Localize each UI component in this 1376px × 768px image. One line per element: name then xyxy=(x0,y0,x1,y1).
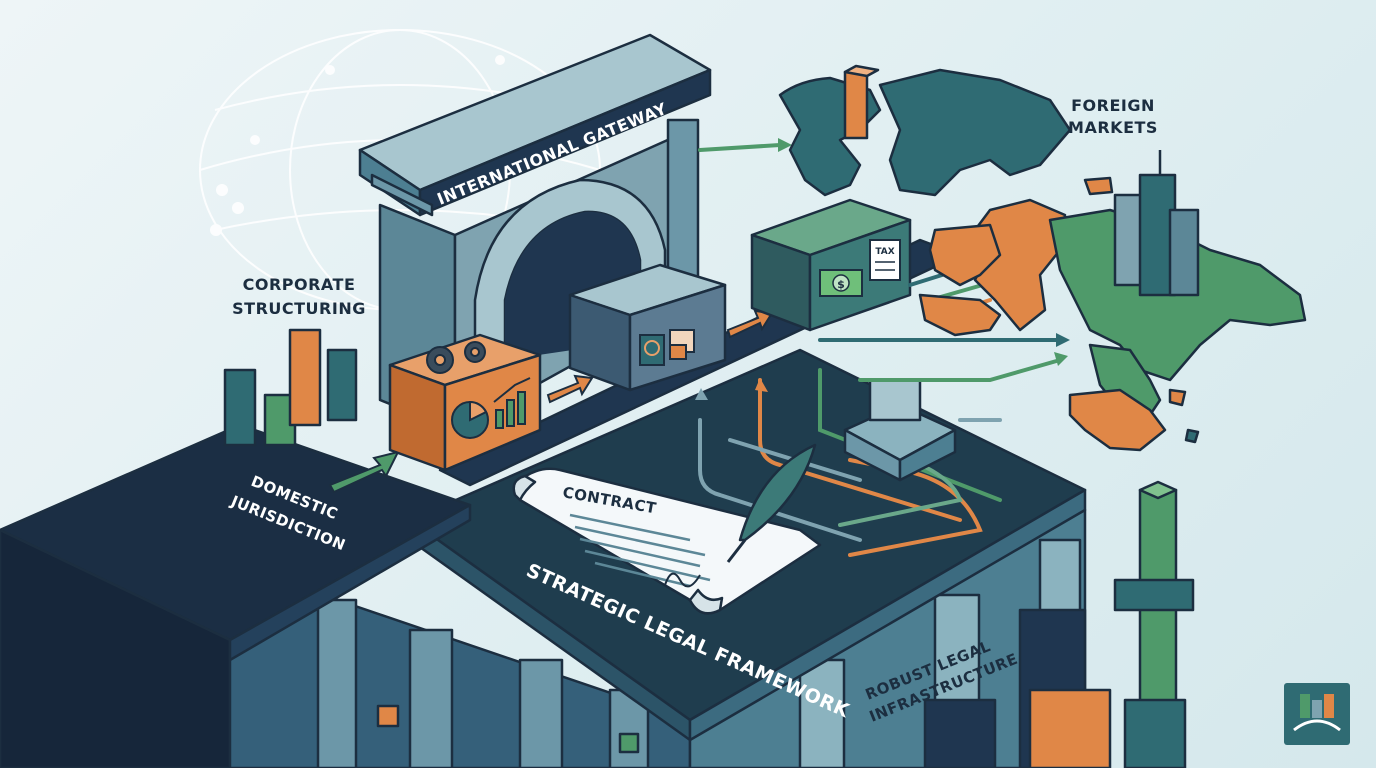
gear-icon xyxy=(426,341,486,374)
corporate-structuring-label-2: STRUCTURING xyxy=(232,299,366,318)
stamp-icon xyxy=(669,329,695,360)
foreign-markets-label-2: MARKETS xyxy=(1068,118,1158,137)
right-pillar-tower xyxy=(1113,480,1195,768)
corporate-structuring-label-1: CORPORATE xyxy=(243,275,356,294)
logo-icon xyxy=(1284,683,1350,745)
quill-icon xyxy=(726,443,817,563)
banknote-icon: $ xyxy=(819,269,863,297)
growth-arrow-icon xyxy=(493,377,531,429)
infrastructure-building xyxy=(218,508,1112,768)
orange-container xyxy=(388,333,542,472)
corporate-bar-chart xyxy=(223,328,358,447)
pie-chart-icon xyxy=(451,400,489,439)
tax-label: TAX xyxy=(875,247,894,257)
domestic-jurisdiction-ramp: DOMESTIC JURISDICTION xyxy=(0,423,472,768)
foreign-markets-label-1: FOREIGN xyxy=(1071,96,1155,115)
currency-symbol: $ xyxy=(837,278,845,291)
small-office-building xyxy=(843,378,957,482)
skyscrapers xyxy=(1113,150,1200,297)
finance-container: $ TAX xyxy=(750,198,912,332)
tax-document-icon: TAX xyxy=(869,239,901,281)
orange-tower xyxy=(843,64,880,140)
passport-icon xyxy=(639,334,665,366)
document-container xyxy=(568,263,727,392)
